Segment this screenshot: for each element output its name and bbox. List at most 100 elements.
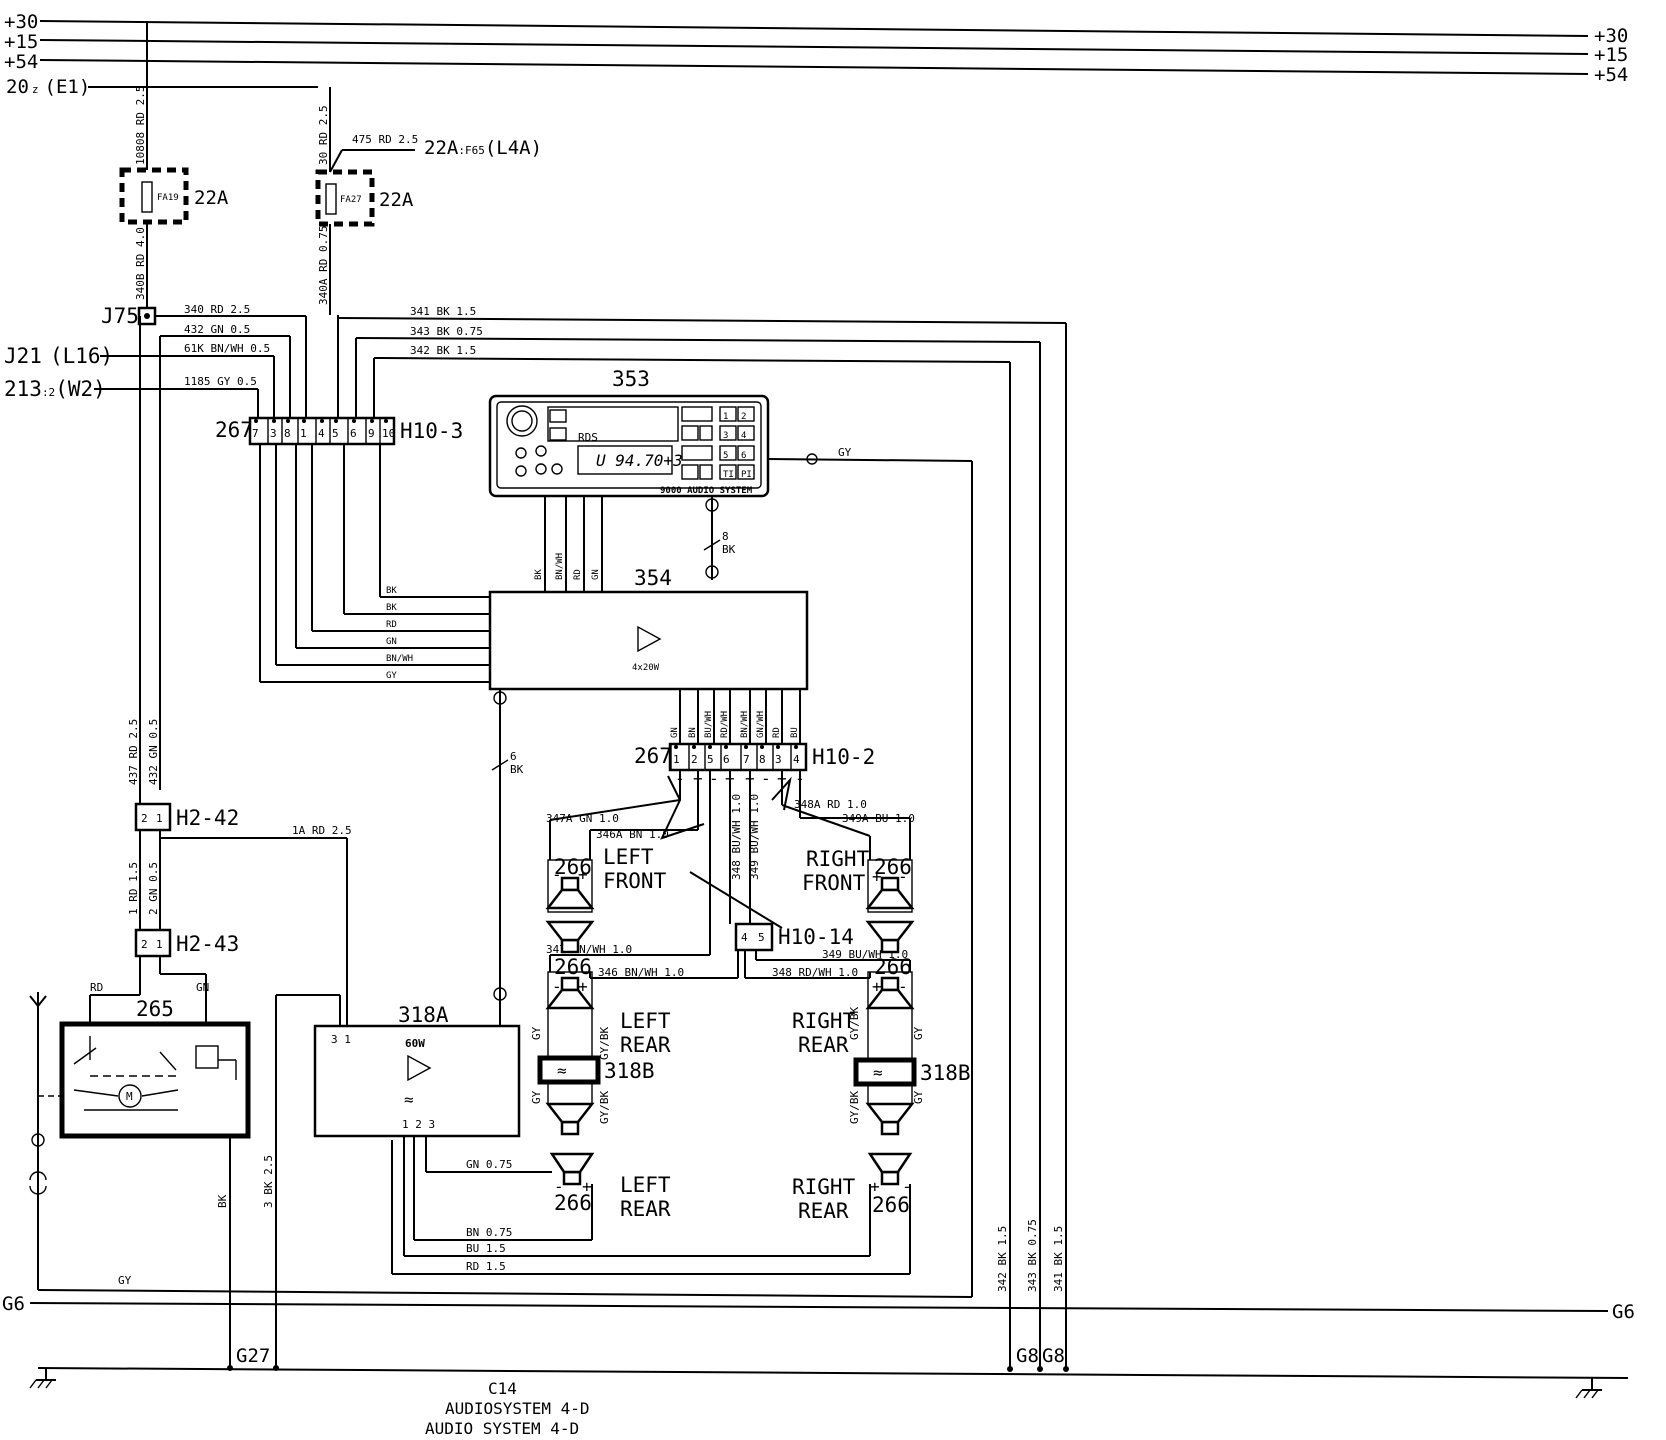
radio-preset-key [737,445,755,461]
sub-amp-pins-top: 3 1 [331,1033,351,1046]
radio-id: 353 [612,367,650,391]
rail-g6 [29,1302,1609,1312]
antenna-rd-label: RD [90,981,103,994]
sub-amp-318a: 318A 3 1 60W ≈ 1 2 3 1A RD 2.5 3 BK 2.5 … [160,824,911,1368]
left-front-label-2: FRONT [603,869,667,893]
wire-432b-label: 432 GN 0.5 [147,719,160,785]
radio-preset-key [719,425,737,441]
left-front-label-1: LEFT [603,845,654,869]
wire-10808-label: 10808 RD 2.5 [134,86,147,165]
h10-3-pin: 5 [332,427,339,440]
right-rear-gy-1: GY [912,1026,925,1040]
amp-id: 354 [634,566,672,590]
footer-code: C14 [488,1379,517,1398]
h2-42-pin-1: 1 [156,812,163,825]
wire-340b-label: 340B RD 4.0 [134,227,147,300]
wire-340-label: 340 RD 2.5 [184,303,250,316]
speakers: 266+-266+-266+-266+-266-+266+- [545,855,915,1217]
g8-label-2: G8 [1042,1345,1065,1367]
antenna-motor-label: M [126,1090,133,1103]
grounds: G6 G6 G27 G8 G8 [2,1293,1635,1399]
diagram-footer: C14 AUDIOSYSTEM 4-D AUDIO SYSTEM 4-D [425,1379,590,1438]
j75-label: J75 [101,304,139,328]
power-antenna-265: 265 M BK GY [29,992,251,1368]
g6-label-right: G6 [1612,1301,1635,1323]
h10-2-pin: 8 [759,753,766,766]
wire-30-label: 30 RD 2.5 [317,105,330,165]
rail-15-label-right: +15 [1594,44,1628,66]
antenna-bk-label: BK [216,1194,229,1208]
rail-30-label-left: +30 [4,11,38,33]
amp-sub-cable-color: BK [510,763,524,776]
speaker-left-front: 266 [545,855,595,910]
wire-346-label: 346 BN/WH 1.0 [598,966,684,979]
right-front-label-2: FRONT [802,871,866,895]
antenna-gn-label: GN [196,981,209,994]
left-rear-gy-1: GY [530,1026,543,1040]
rail-30 [39,20,1589,37]
ground-symbol-left-icon [29,1368,56,1389]
radio-preset-key-label: 6 [741,451,746,461]
fuse-fa19-code: FA19 [157,193,179,203]
filter-318b-right: ≈ 318B GY/BK GY GY/BK GY [848,1007,971,1124]
amp-power: 4x20W [632,663,660,673]
h10-2-label: H10-2 [812,745,875,769]
radio-model-label: 9000 AUDIO SYSTEM [660,486,753,496]
svg-text:+: + [578,865,588,884]
radio-preset-key-label: 2 [741,412,746,422]
wire-437-label: 437 RD 2.5 [127,719,140,785]
radio-preset-key-label: 1 [723,412,728,422]
left-rear-gybk-2: GY/BK [598,1091,611,1124]
radio-preset-key-label: TI [723,470,734,480]
speaker-right-rear-upper: 266 [865,955,915,1010]
rail-ground [37,1367,1629,1379]
left-front-frame [547,859,593,913]
svg-text:+: + [872,977,882,996]
svg-text:≈: ≈ [557,1061,567,1080]
left-rear-gy-2: GY [530,1090,543,1104]
rail-54-label-left: +54 [4,51,38,73]
radio-preset-key [719,464,737,480]
svg-text:+: + [582,1177,592,1196]
radio-gy-wire-label: GY [838,446,852,459]
amp-sub-cable-count: 6 [510,750,517,763]
sub-amp-power: 60W [405,1037,425,1050]
fuse-fa19-rating: 22A [194,187,229,209]
h2-42-label: H2-42 [176,806,239,830]
h2-43-pin-1: 1 [156,938,163,951]
amp-input-label: RD [386,620,397,630]
radio-rds-label: RDS [578,431,598,444]
speaker-left-rear-upper: 266 [545,955,595,1010]
h10-3-pin: 3 [270,427,277,440]
input-213: 213:2(W2) 1185 GY 0.5 [4,375,259,420]
radio-display [577,445,673,475]
speaker-left-rear-upper-id: 266 [554,955,592,979]
wire-348-label: 348 RD/WH 1.0 [772,966,858,979]
filter-318b-left: ≈ 318B GY GY/BK GY GY/BK [530,1026,655,1124]
right-rear-gy-2: GY [912,1090,925,1104]
wire-340a-label: 340A RD 0.75 [317,226,330,305]
connector-h10-14: 4 5 H10-14 [734,922,854,952]
radio-volume-knob [506,405,538,437]
antenna-relay-icon [195,1045,219,1069]
radio-display-text: U 94.70+3 [596,451,683,470]
rail-15 [39,39,1589,55]
connector-h2-43: 2 1 H2-43 RD GN [89,928,239,1026]
amp-output-label: GN/WH [756,711,766,738]
amp-output-label: BN [688,727,698,738]
svg-text:-: - [552,865,562,884]
speaker-left-rear-lower [545,1102,595,1136]
wire-432-label: 432 GN 0.5 [184,323,250,336]
speaker-right-rear-lower [865,1102,915,1136]
h10-3-pin: 8 [284,427,291,440]
wire-348-buwh-label: 348 BU/WH 1.0 [730,794,743,880]
wire-347a-label: 347A GN 1.0 [546,812,619,825]
g8-label-1: G8 [1016,1345,1039,1367]
speaker-right-rear-upper-id: 266 [874,955,912,979]
antenna-id: 265 [136,997,174,1021]
speaker-left-front-tweeter [545,920,595,954]
footer-line-1: AUDIOSYSTEM 4-D [445,1399,590,1418]
ground-symbol-right-icon [1575,1378,1602,1399]
